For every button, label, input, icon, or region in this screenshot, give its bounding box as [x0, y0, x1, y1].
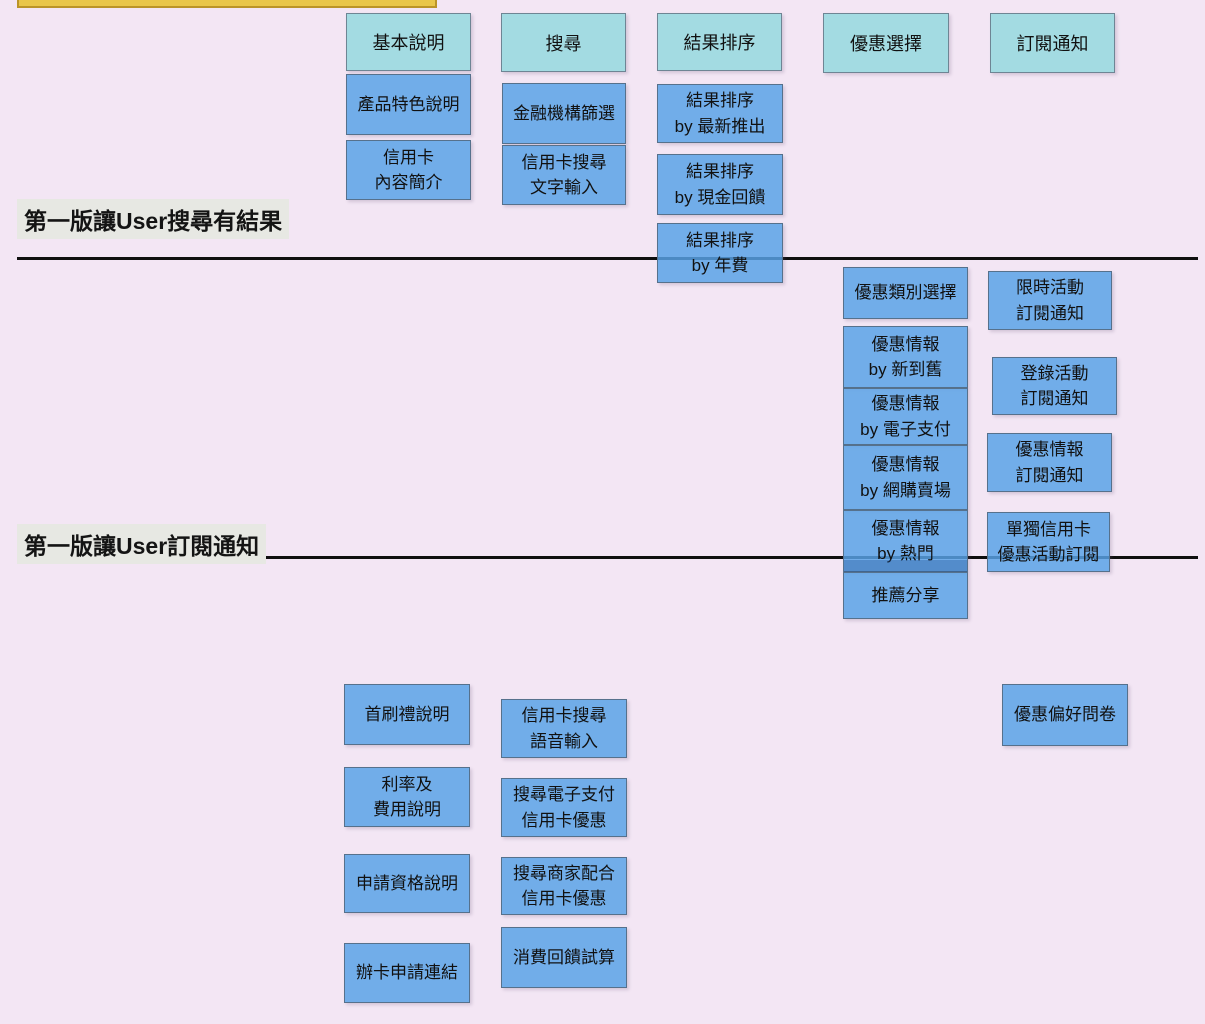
task-card-offer-info-subscription[interactable]: 優惠情報訂閱通知: [987, 433, 1112, 492]
card-label-line: 信用卡優惠: [521, 810, 607, 830]
card-label-line: by 熱門: [877, 544, 934, 563]
task-card-epayment-offer-search[interactable]: 搜尋電子支付信用卡優惠: [501, 778, 627, 837]
task-card-card-search-text-input[interactable]: 信用卡搜尋文字輸入: [502, 145, 626, 205]
card-label-line: 優惠類別選擇: [854, 283, 957, 303]
card-label: 基本說明: [372, 33, 445, 53]
card-label-line: 信用卡: [383, 147, 434, 167]
release-label-subscribe-notify[interactable]: 第一版讓User訂閱通知: [17, 524, 267, 564]
card-overlap-strip: [844, 560, 967, 572]
task-card-sort-by-newest[interactable]: 結果排序 by 最新推出: [657, 84, 783, 143]
card-label-line: 費用說明: [373, 800, 441, 819]
task-card-eligibility-desc[interactable]: 申請資格說明: [344, 854, 470, 913]
task-card-offer-preference-survey[interactable]: 優惠偏好問卷: [1002, 684, 1128, 746]
task-card-offers-by-newest[interactable]: 優惠情報 by 新到舊: [843, 326, 968, 388]
task-card-sort-by-cashback[interactable]: 結果排序 by 現金回饋: [657, 154, 783, 215]
card-label-line: 利率及: [381, 774, 433, 794]
task-card-recommend-share[interactable]: 推薦分享: [843, 572, 968, 619]
card-label-line: 搜尋電子支付: [513, 785, 615, 804]
task-card-financial-institution-filter[interactable]: 金融機構篩選: [502, 83, 626, 144]
release-label-search-results[interactable]: 第一版讓User搜尋有結果: [17, 199, 290, 239]
card-label-line: 優惠情報: [871, 455, 940, 474]
release-divider-line-2: [17, 556, 1198, 559]
card-label-line: 優惠情報: [1015, 440, 1084, 459]
task-card-product-features-desc[interactable]: 產品特色說明: [346, 74, 471, 135]
card-label: 優惠選擇: [850, 34, 922, 54]
card-label-line: 登錄活動: [1020, 363, 1089, 383]
task-card-credit-card-intro[interactable]: 信用卡內容簡介: [346, 140, 471, 200]
task-card-merchant-offer-search[interactable]: 搜尋商家配合信用卡優惠: [501, 857, 627, 915]
card-label-line: 優惠情報: [871, 394, 940, 413]
task-card-interest-and-fees-desc[interactable]: 利率及費用說明: [344, 767, 470, 827]
task-card-first-purchase-gift-desc[interactable]: 首刷禮說明: [344, 684, 470, 745]
card-label-line: 訂閱通知: [1015, 465, 1084, 485]
task-card-registration-event-subscription[interactable]: 登錄活動訂閱通知: [992, 357, 1117, 415]
activity-card-subscribe-notify[interactable]: 訂閱通知: [990, 13, 1115, 73]
task-card-offers-by-popular[interactable]: 優惠情報 by 熱門: [843, 510, 968, 572]
card-label-line: by 新到舊: [868, 360, 943, 379]
card-label-line: 首刷禮說明: [364, 704, 450, 724]
card-label-line: 信用卡優惠: [521, 889, 607, 908]
card-label-line: 訂閱通知: [1016, 303, 1084, 323]
card-label-line: by 網購賣場: [860, 480, 951, 500]
card-label-line: 優惠情報: [871, 334, 940, 354]
card-label-line: 金融機構篩選: [513, 103, 615, 123]
card-label-line: 語音輸入: [530, 731, 598, 751]
card-label-line: by 最新推出: [674, 116, 766, 136]
card-label-line: 結果排序: [686, 162, 754, 181]
card-label-line: 信用卡搜尋: [521, 152, 607, 172]
task-card-offers-by-online-mall[interactable]: 優惠情報 by 網購賣場: [843, 445, 968, 510]
task-card-offers-by-epayment[interactable]: 優惠情報 by 電子支付: [843, 388, 968, 445]
card-label-line: 訂閱通知: [1020, 389, 1089, 408]
card-label: 搜尋: [545, 33, 582, 54]
card-label-line: 消費回饋試算: [513, 947, 615, 967]
card-label: 結果排序: [683, 33, 756, 53]
card-label-line: by 年費: [691, 256, 749, 275]
yellow-sticky-partial[interactable]: [17, 0, 437, 8]
card-label-line: 單獨信用卡: [1006, 519, 1091, 539]
activity-card-result-sort[interactable]: 結果排序: [657, 13, 782, 71]
activity-card-offer-select[interactable]: 優惠選擇: [823, 13, 949, 73]
activity-card-basic-info[interactable]: 基本說明: [346, 13, 471, 71]
card-label-line: 信用卡搜尋: [521, 706, 607, 725]
card-label-line: 辦卡申請連結: [356, 963, 458, 983]
card-label-line: 搜尋商家配合: [513, 863, 615, 883]
card-label: 訂閱通知: [1016, 34, 1089, 54]
card-label-line: 推薦分享: [871, 585, 940, 605]
card-label-line: 文字輸入: [530, 178, 598, 197]
card-label-line: 優惠情報: [871, 518, 940, 538]
task-card-single-card-offer-subscription[interactable]: 單獨信用卡優惠活動訂閱: [987, 512, 1110, 572]
task-card-sort-by-annual-fee[interactable]: 結果排序 by 年費: [657, 223, 783, 283]
card-label-line: 優惠偏好問卷: [1014, 705, 1116, 725]
card-label-line: 結果排序: [686, 230, 754, 250]
card-label-line: 申請資格說明: [356, 873, 458, 893]
task-card-card-application-link[interactable]: 辦卡申請連結: [344, 943, 470, 1003]
card-label-line: by 現金回饋: [674, 187, 766, 207]
card-label-line: by 電子支付: [860, 419, 951, 439]
task-card-limited-time-event-subscription[interactable]: 限時活動訂閱通知: [988, 271, 1112, 330]
card-label-line: 內容簡介: [374, 173, 443, 192]
card-label-line: 優惠活動訂閱: [997, 545, 1100, 564]
card-label-line: 結果排序: [686, 91, 754, 110]
activity-card-search[interactable]: 搜尋: [501, 13, 626, 72]
task-card-card-search-voice-input[interactable]: 信用卡搜尋語音輸入: [501, 699, 627, 758]
task-card-offer-category-select[interactable]: 優惠類別選擇: [843, 267, 968, 319]
release-divider-line-1: [17, 257, 1198, 260]
task-card-cashback-calculator[interactable]: 消費回饋試算: [501, 927, 627, 988]
card-label-line: 產品特色說明: [357, 94, 460, 114]
card-label-line: 限時活動: [1016, 278, 1084, 297]
